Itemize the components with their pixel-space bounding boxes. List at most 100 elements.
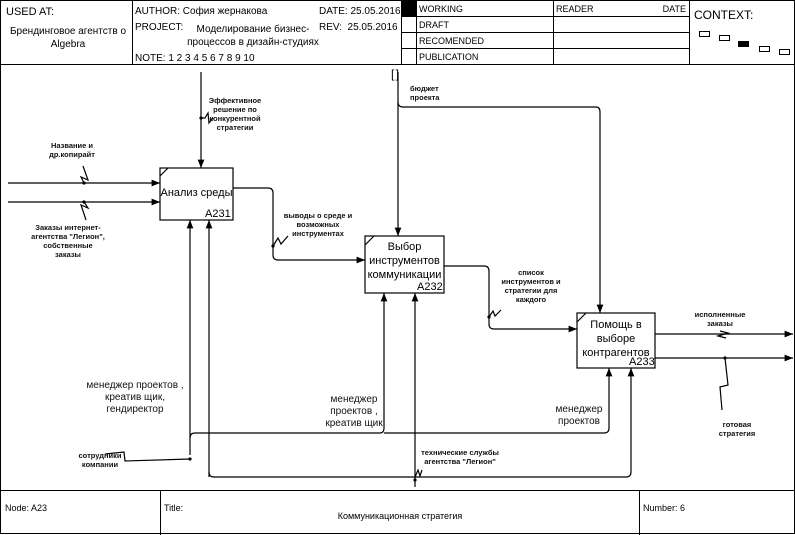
- label-output-strategy: готовая стратегия: [712, 420, 762, 438]
- box-a231-title: Анализ среды: [160, 187, 233, 199]
- label-mech-a232: менеджер проектов , креатив щик: [322, 394, 386, 430]
- reader-date-label: DATE: [662, 4, 686, 14]
- label-mech-a231: менеджер проектов , креатив щик, гендире…: [82, 380, 188, 416]
- node-field: Node: A23: [5, 503, 47, 513]
- box-a232-title-line: Выбор: [387, 241, 422, 253]
- label-line: Эффективное: [208, 96, 262, 105]
- label-line: проектов ,: [330, 406, 378, 417]
- label-line: возможных: [296, 220, 340, 229]
- label-line: стратегии: [216, 123, 254, 132]
- label-line: готовая: [722, 420, 752, 429]
- label-line: менеджер: [330, 394, 378, 405]
- status-recomended: RECOMENDED: [419, 36, 485, 46]
- label-line: список: [518, 268, 544, 277]
- label-line: заказы: [55, 250, 81, 259]
- label-budget: бюджет проекта: [410, 84, 439, 102]
- box-a231: [159, 167, 234, 221]
- header-author-block: AUTHOR: София жернакова DATE: 25.05.2016…: [133, 0, 401, 65]
- label-input-orders: Заказы интернет- агентства "Легион", соб…: [22, 223, 114, 259]
- label-line: компании: [81, 460, 119, 469]
- label-line: решение по: [213, 105, 257, 114]
- arrow-budget-a233: [397, 101, 604, 313]
- label-line: креатив щик: [325, 418, 383, 429]
- box-a232-number: A232: [417, 281, 443, 293]
- rev-label: REV:: [319, 22, 342, 33]
- number-value: 6: [680, 503, 686, 513]
- label-line: каждого: [515, 295, 547, 304]
- box-a232-title: Выбор инструментов коммуникации: [365, 240, 444, 282]
- label-line: конкурентной: [209, 114, 261, 123]
- label-input-name: Название и др.копирайт: [38, 141, 106, 159]
- tunnel-icon: [ ]: [391, 67, 399, 81]
- label-line: Заказы интернет-: [35, 223, 101, 232]
- label-a232-a233: список инструментов и стратегии для кажд…: [492, 268, 570, 304]
- reader-label: READER: [556, 4, 594, 14]
- note-row: NOTE: 1 2 3 4 5 6 7 8 9 10: [135, 53, 255, 64]
- label-line: агентства "Легион",: [31, 232, 105, 241]
- label-output-done: исполненные заказы: [690, 310, 750, 328]
- label-line: инструментах: [292, 229, 344, 238]
- rev-value: 25.05.2016: [347, 22, 398, 33]
- used-at-label: USED AT:: [6, 6, 55, 18]
- box-a233-title: Помощь в выборе контрагентов: [577, 318, 655, 360]
- box-a231-number: A231: [205, 208, 231, 220]
- label-mech-a233: менеджер проектов: [552, 404, 606, 428]
- used-at-value: Брендинговое агентств о Algebra: [9, 26, 126, 50]
- author-value: София жернакова: [182, 6, 268, 17]
- label-mech-tech: технические службы агентства "Легион": [418, 448, 502, 466]
- node-label: Node:: [5, 503, 30, 513]
- box-a233-title-line: Помощь в: [590, 319, 642, 331]
- label-line: проекта: [410, 93, 440, 102]
- context-node-2: [719, 35, 730, 41]
- label-line: агентства "Легион": [424, 457, 496, 466]
- box-a233-title-line: выборе: [596, 333, 636, 345]
- label-mech-employees: сотрудники компании: [72, 451, 128, 469]
- number-field: Number: 6: [643, 503, 685, 513]
- arrow-mech-a232-left: [189, 293, 388, 439]
- node-value: A23: [31, 503, 48, 513]
- label-line: инструментов и: [501, 277, 561, 286]
- label-line: сотрудники: [78, 451, 122, 460]
- context-node-current: [738, 41, 749, 47]
- arrow-a232-a233: [444, 265, 577, 333]
- number-label: Number:: [643, 503, 678, 513]
- author-row: AUTHOR: София жернакова: [135, 6, 267, 17]
- context-block: CONTEXT:: [689, 0, 795, 65]
- project-value-line1: Моделирование бизнес-: [196, 24, 310, 35]
- label-line: Название и: [50, 141, 94, 150]
- status-working: WORKING: [419, 4, 463, 14]
- label-line: собственные: [43, 241, 93, 250]
- status-draft: DRAFT: [419, 20, 449, 30]
- title-label: Title:: [164, 503, 184, 513]
- header-used-at: USED AT: Брендинговое агентств о Algebra: [0, 0, 133, 65]
- label-line: технические службы: [421, 448, 499, 457]
- label-line: выводы о среде и: [283, 211, 353, 220]
- box-a233-number: A233: [629, 356, 655, 368]
- context-node-4: [759, 46, 770, 52]
- label-a231-a232: выводы о среде и возможных инструментах: [280, 211, 356, 238]
- date-value: 25.05.2016: [350, 6, 401, 17]
- date-label: DATE:: [319, 6, 348, 17]
- rev-row: REV: 25.05.2016: [319, 22, 398, 33]
- note-label: NOTE:: [135, 53, 166, 64]
- label-line: бюджет: [410, 84, 439, 93]
- status-publication: PUBLICATION: [419, 52, 479, 62]
- arrow-mech-a233-left: [384, 368, 613, 434]
- arrow-mech-a232-right: [208, 368, 635, 478]
- box-a232: [364, 235, 445, 294]
- label-control-a231: Эффективное решение по конкурентной стра…: [205, 96, 265, 132]
- footer: Node: A23 Title: Коммуникационная страте…: [0, 490, 795, 535]
- label-line: менеджер: [555, 404, 603, 415]
- date-row: DATE: 25.05.2016: [319, 6, 401, 17]
- box-a233-title-line: контрагентов: [582, 347, 650, 359]
- label-line: др.копирайт: [49, 150, 95, 159]
- context-node-1: [699, 31, 710, 37]
- status-marker-working: [402, 0, 416, 16]
- label-line: менеджер проектов ,: [86, 380, 184, 391]
- label-line: исполненные: [694, 310, 746, 319]
- arrow-a231-a232: [233, 187, 365, 264]
- label-line: проектов: [558, 416, 600, 427]
- author-label: AUTHOR:: [135, 6, 180, 17]
- label-line: креатив щик,: [104, 392, 166, 403]
